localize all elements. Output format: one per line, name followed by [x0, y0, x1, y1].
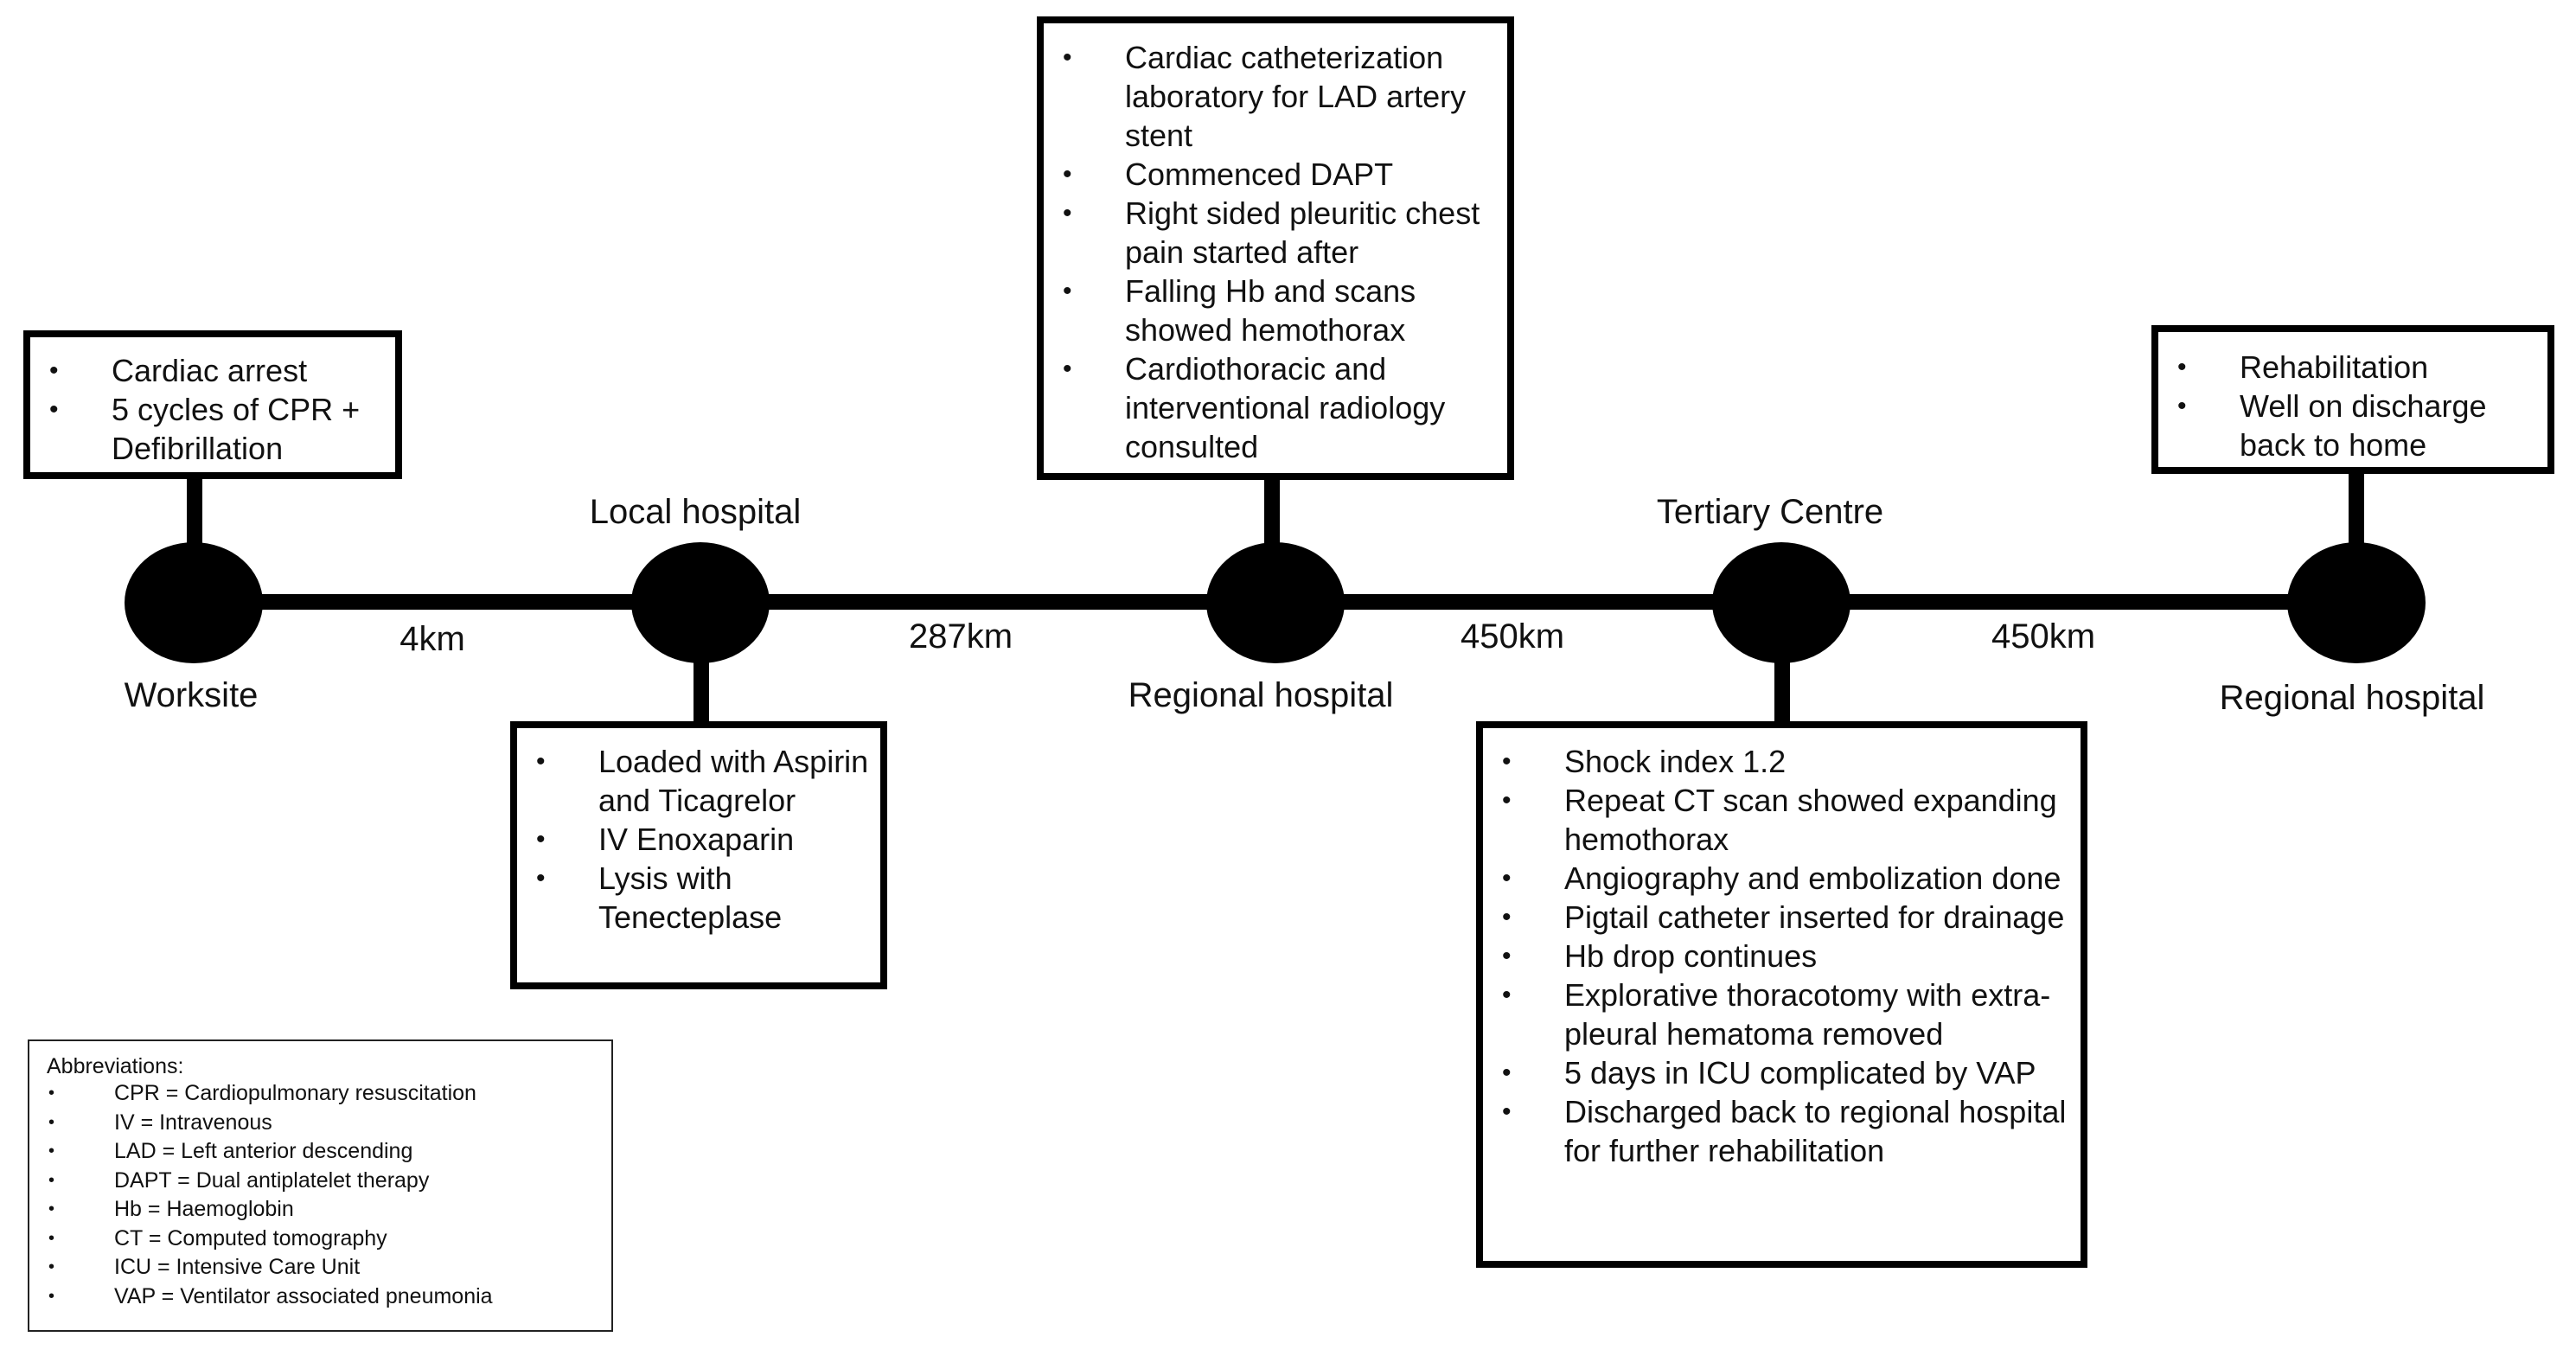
event-item: Cardiac catheterization laboratory for L…: [1044, 38, 1507, 155]
event-box-local-hospital: Loaded with Aspirin and Ticagrelor IV En…: [510, 721, 887, 989]
timeline-node-regional-hospital-final: [2287, 542, 2426, 663]
location-label-worksite: Worksite: [124, 676, 259, 714]
timeline-node-regional-hospital: [1206, 542, 1345, 663]
event-item: Rehabilitation: [2158, 348, 2547, 387]
distance-label-1: 4km: [400, 620, 465, 658]
event-item: Shock index 1.2: [1483, 742, 2081, 781]
abbreviations-title: Abbreviations:: [47, 1054, 184, 1078]
event-box-tertiary-centre: Shock index 1.2 Repeat CT scan showed ex…: [1476, 721, 2087, 1268]
event-item: Hb drop continues: [1483, 937, 2081, 975]
timeline-node-tertiary-centre: [1712, 542, 1851, 663]
distance-label-2: 287km: [908, 617, 1013, 656]
event-item: Angiography and embolization done: [1483, 859, 2081, 898]
abbreviation-item: DAPT = Dual antiplatelet therapy: [29, 1167, 611, 1196]
event-item: 5 days in ICU complicated by VAP: [1483, 1053, 2081, 1092]
location-label-tertiary-centre: Tertiary Centre: [1656, 493, 1884, 531]
event-box-worksite: Cardiac arrest 5 cycles of CPR + Defibri…: [23, 330, 402, 479]
location-label-local-hospital: Local hospital: [589, 493, 802, 531]
event-item: Falling Hb and scans showed hemothorax: [1044, 272, 1507, 349]
event-item: Explorative thoracotomy with extra-pleur…: [1483, 975, 2081, 1053]
event-item: Right sided pleuritic chest pain started…: [1044, 194, 1507, 272]
abbreviation-item: LAD = Left anterior descending: [29, 1137, 611, 1167]
event-item: Cardiothoracic and interventional radiol…: [1044, 349, 1507, 466]
event-item: Repeat CT scan showed expanding hemothor…: [1483, 781, 2081, 859]
event-box-regional-hospital: Cardiac catheterization laboratory for L…: [1037, 16, 1514, 480]
abbreviation-item: CPR = Cardiopulmonary resuscitation: [29, 1079, 611, 1109]
connector-local-hospital: [694, 653, 709, 726]
event-item: 5 cycles of CPR + Defibrillation: [30, 390, 395, 468]
event-item: Well on discharge back to home: [2158, 387, 2547, 464]
abbreviation-item: CT = Computed tomography: [29, 1225, 611, 1254]
abbreviation-item: ICU = Intensive Care Unit: [29, 1253, 611, 1282]
timeline-node-worksite: [125, 542, 263, 663]
event-item: Lysis with Tenecteplase: [517, 859, 880, 937]
distance-label-4: 450km: [1991, 617, 2096, 656]
event-item: IV Enoxaparin: [517, 820, 880, 859]
abbreviation-item: Hb = Haemoglobin: [29, 1195, 611, 1225]
event-item: Commenced DAPT: [1044, 155, 1507, 194]
event-item: Loaded with Aspirin and Ticagrelor: [517, 742, 880, 820]
connector-tertiary-centre: [1774, 653, 1790, 726]
event-item: Cardiac arrest: [30, 351, 395, 390]
location-label-regional-hospital-final: Regional hospital: [2219, 679, 2485, 717]
connector-regional-hospital: [1264, 476, 1280, 549]
abbreviation-item: IV = Intravenous: [29, 1109, 611, 1138]
location-label-regional-hospital: Regional hospital: [1128, 676, 1394, 714]
connector-worksite: [187, 474, 202, 552]
abbreviation-item: VAP = Ventilator associated pneumonia: [29, 1282, 611, 1312]
event-item: Pigtail catheter inserted for drainage: [1483, 898, 2081, 937]
timeline-node-local-hospital: [631, 542, 770, 663]
event-item: Discharged back to regional hospital for…: [1483, 1092, 2081, 1170]
connector-regional-hospital-final: [2349, 471, 2364, 549]
abbreviations-box: Abbreviations: CPR = Cardiopulmonary res…: [28, 1039, 613, 1332]
event-box-regional-hospital-final: Rehabilitation Well on discharge back to…: [2151, 325, 2554, 474]
distance-label-3: 450km: [1460, 617, 1565, 656]
